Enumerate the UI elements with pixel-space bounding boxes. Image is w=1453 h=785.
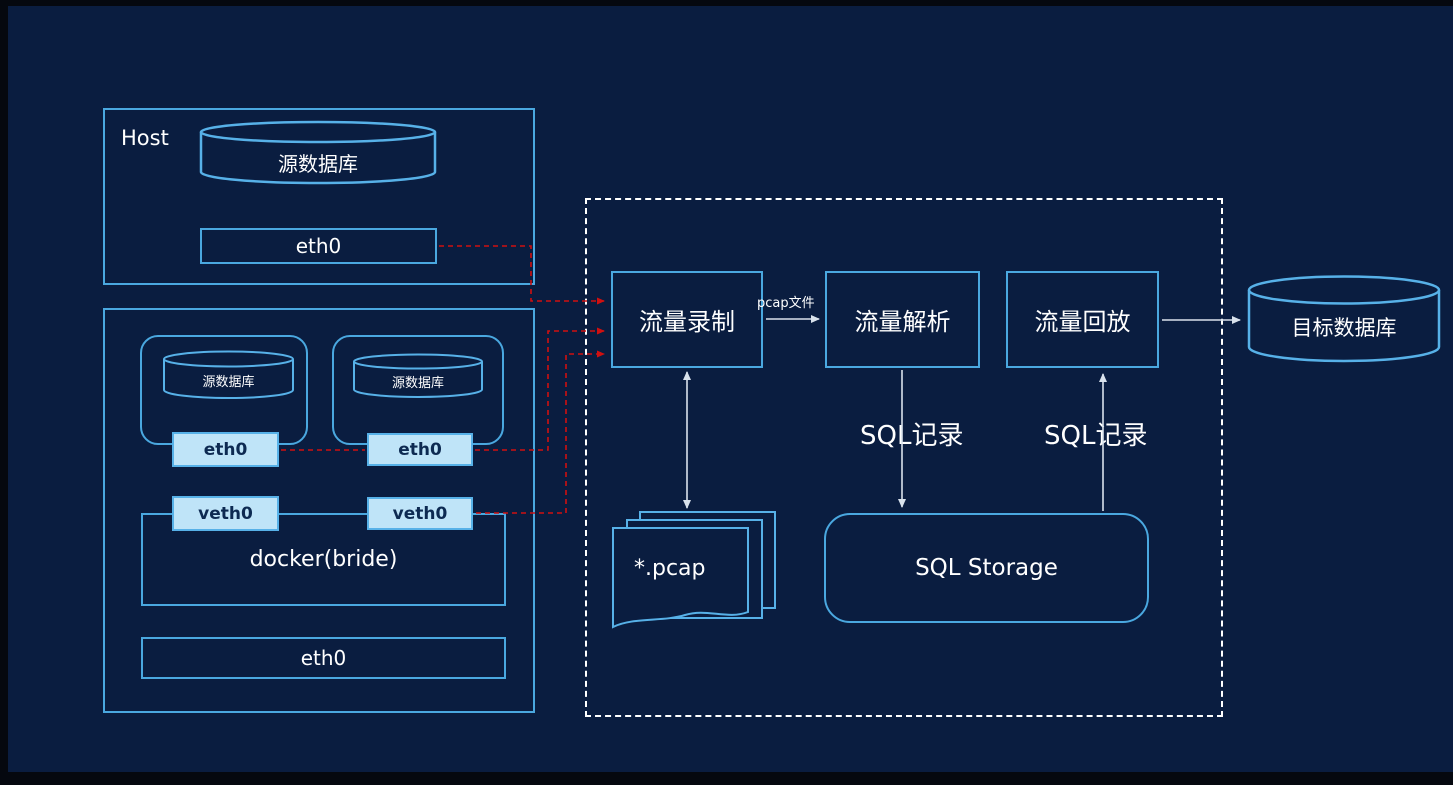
container-right-veth0-label: veth0 [392,503,448,524]
container-left-eth0-port: eth0 [172,432,279,467]
host-source-database-cylinder: 源数据库 [198,120,438,186]
traffic-parse-label: 流量解析 [854,308,951,336]
bottom-edge [0,772,1453,785]
container-right-database-label: 源数据库 [391,376,444,391]
container-right-eth0-port: eth0 [367,433,473,466]
sql-storage-label: SQL Storage [915,555,1058,581]
container-right-eth0-label: eth0 [398,439,442,460]
pcap-files-node: *.pcap [608,510,790,642]
sql-record-label-right: SQL记录 [1044,421,1148,451]
docker-eth0-box: eth0 [141,637,506,679]
container-left-database-cylinder: 源数据库 [162,350,295,400]
host-source-database-label: 源数据库 [278,152,358,176]
traffic-replay-label: 流量回放 [1034,308,1131,336]
container-right-database-cylinder: 源数据库 [352,353,484,399]
host-group-box [103,108,535,285]
target-database-label: 目标数据库 [1291,316,1397,340]
host-eth0-label: eth0 [295,234,342,258]
top-edge [0,0,1453,6]
container-right-veth0-port: veth0 [367,497,473,530]
container-left-veth0-port: veth0 [172,496,279,531]
pcap-files-label: *.pcap [634,556,706,581]
target-database-cylinder: 目标数据库 [1246,274,1442,366]
traffic-parse-box: 流量解析 [825,271,980,368]
container-left-veth0-label: veth0 [198,503,253,524]
database-cylinder-icon [199,120,437,185]
host-label: Host [121,126,169,150]
document-stack-icon [612,511,776,629]
database-cylinder-icon [1247,275,1441,363]
traffic-replay-box: 流量回放 [1006,271,1159,368]
traffic-record-box: 流量录制 [611,271,763,368]
sql-storage-box: SQL Storage [824,513,1149,623]
container-left-eth0-label: eth0 [203,439,248,460]
docker-bridge-label: docker(bride) [249,547,398,572]
sql-record-label-left: SQL记录 [860,421,964,451]
docker-bridge-box: docker(bride) [141,513,506,606]
left-edge [0,0,8,785]
container-left-database-label: 源数据库 [202,375,255,390]
pcap-file-arrow-label: pcap文件 [757,296,815,311]
traffic-record-label: 流量录制 [639,308,735,336]
host-eth0-box: eth0 [200,228,437,264]
docker-eth0-label: eth0 [300,646,347,670]
